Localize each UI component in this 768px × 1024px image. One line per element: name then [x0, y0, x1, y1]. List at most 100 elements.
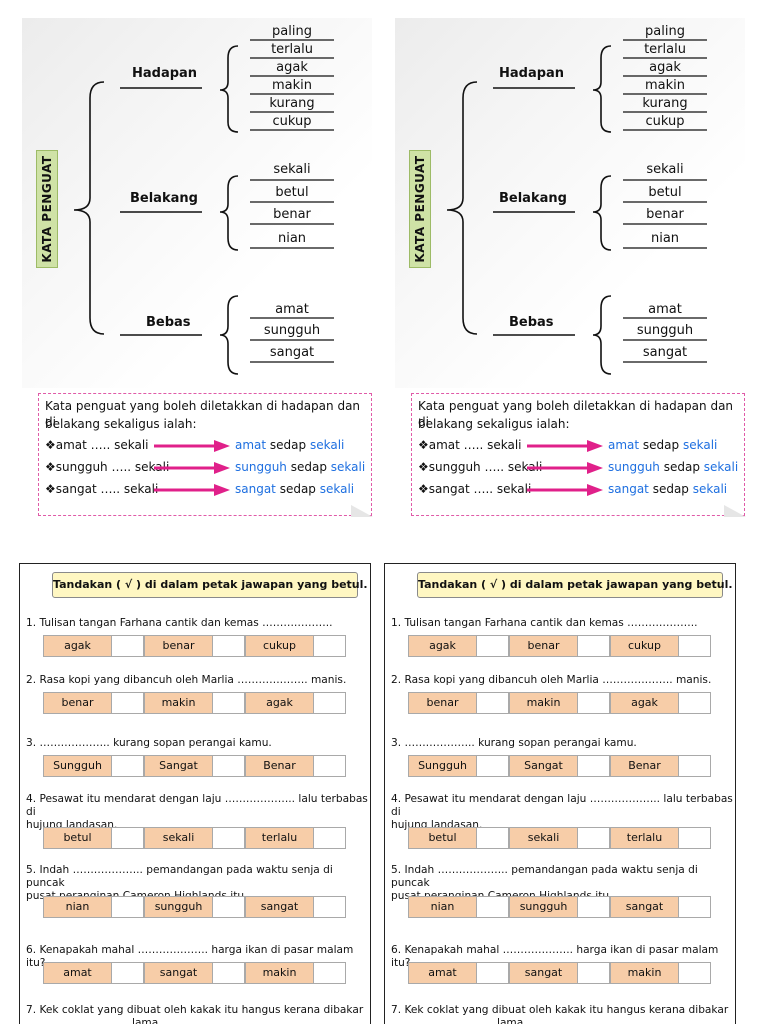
question-2: 2. Rasa kopi yang dibancuh oleh Marlia ……: [391, 674, 712, 686]
option-label: agak: [610, 692, 679, 714]
question-6: 6. Kenapakah mahal ……………….. harga ikan d…: [391, 944, 719, 969]
answer-checkbox[interactable]: [679, 962, 711, 984]
answer-checkbox[interactable]: [578, 896, 610, 918]
answer-checkbox[interactable]: [477, 827, 509, 849]
answer-checkbox[interactable]: [112, 962, 144, 984]
answer-checkbox[interactable]: [213, 692, 245, 714]
pair-result-3: sangat sedap sekali: [235, 482, 355, 496]
option-label: betul: [43, 827, 112, 849]
answer-checkbox[interactable]: [679, 827, 711, 849]
branch-belakang: Belakang: [499, 191, 567, 206]
word-paling: paling: [272, 24, 312, 39]
answer-row-2: benar makin agak: [408, 692, 711, 714]
answer-checkbox[interactable]: [112, 755, 144, 777]
page-fold: [351, 505, 373, 517]
answer-checkbox[interactable]: [679, 755, 711, 777]
kata-penguat-text: KATA PENGUAT: [40, 155, 54, 263]
answer-checkbox[interactable]: [213, 962, 245, 984]
note-box: Kata penguat yang boleh diletakkan di ha…: [38, 393, 373, 517]
option-label: makin: [610, 962, 679, 984]
answer-checkbox[interactable]: [112, 896, 144, 918]
answer-checkbox[interactable]: [578, 755, 610, 777]
word-nian: nian: [277, 231, 307, 246]
pair-result-3: sangat sedap sekali: [608, 482, 728, 496]
arrow-icon: [527, 440, 603, 452]
question-1: 1. Tulisan tangan Farhana cantik dan kem…: [391, 617, 698, 629]
answer-checkbox[interactable]: [578, 692, 610, 714]
answer-checkbox[interactable]: [314, 755, 346, 777]
answer-checkbox[interactable]: [314, 827, 346, 849]
arrow-icon: [154, 440, 230, 452]
word-betul: betul: [648, 185, 682, 200]
answer-checkbox[interactable]: [477, 755, 509, 777]
answer-checkbox[interactable]: [112, 827, 144, 849]
answer-checkbox[interactable]: [477, 962, 509, 984]
answer-checkbox[interactable]: [112, 692, 144, 714]
answer-checkbox[interactable]: [314, 692, 346, 714]
option-label: sekali: [509, 827, 578, 849]
pair-result-2: sungguh sedap sekali: [235, 460, 366, 474]
option-label: Sangat: [509, 755, 578, 777]
word-sangat: sangat: [642, 345, 688, 360]
pair-result-2: sungguh sedap sekali: [608, 460, 739, 474]
answer-checkbox[interactable]: [213, 896, 245, 918]
answer-checkbox[interactable]: [679, 692, 711, 714]
option-label: sangat: [144, 962, 213, 984]
word-sekali: sekali: [646, 162, 684, 177]
answer-checkbox[interactable]: [578, 827, 610, 849]
pair-result-1: amat sedap sekali: [235, 438, 345, 452]
arrow-icon: [527, 462, 603, 474]
option-label: agak: [245, 692, 314, 714]
note-line-2: belakang sekaligus ialah:: [418, 417, 570, 431]
option-label: makin: [144, 692, 213, 714]
kata-penguat-label: KATA PENGUAT: [409, 150, 431, 268]
pair-left-1: ❖amat ….. sekali: [45, 438, 149, 452]
option-label: sangat: [245, 896, 314, 918]
notes-background: [395, 18, 745, 388]
answer-checkbox[interactable]: [314, 896, 346, 918]
note-line-2: belakang sekaligus ialah:: [45, 417, 197, 431]
pair-result-1: amat sedap sekali: [608, 438, 718, 452]
question-2: 2. Rasa kopi yang dibancuh oleh Marlia ……: [26, 674, 347, 686]
answer-checkbox[interactable]: [477, 692, 509, 714]
answer-checkbox[interactable]: [679, 635, 711, 657]
note-line-1: Kata penguat yang boleh diletakkan di ha…: [45, 399, 361, 429]
pair-left-2: ❖sungguh ….. sekali: [45, 460, 170, 474]
option-label: benar: [144, 635, 213, 657]
mind-map-lines: [73, 39, 334, 375]
answer-checkbox[interactable]: [314, 635, 346, 657]
answer-checkbox[interactable]: [679, 896, 711, 918]
word-sungguh: sungguh: [636, 323, 694, 338]
answer-row-1: agak benar cukup: [43, 635, 346, 657]
answer-row-6: amat sangat makin: [408, 962, 711, 984]
exercise-panel-left: Tandakan ( √ ) di dalam petak jawapan ya…: [19, 563, 371, 1024]
answer-row-3: Sungguh Sangat Benar: [408, 755, 711, 777]
option-label: sangat: [509, 962, 578, 984]
option-label: makin: [509, 692, 578, 714]
answer-row-1: agak benar cukup: [408, 635, 711, 657]
word-terlalu: terlalu: [271, 42, 313, 57]
word-makin: makin: [271, 78, 312, 93]
answer-checkbox[interactable]: [213, 827, 245, 849]
answer-checkbox[interactable]: [213, 755, 245, 777]
arrow-icon: [154, 484, 230, 496]
answer-checkbox[interactable]: [477, 635, 509, 657]
option-label: sungguh: [144, 896, 213, 918]
option-label: terlalu: [610, 827, 679, 849]
answer-checkbox[interactable]: [578, 962, 610, 984]
option-label: agak: [43, 635, 112, 657]
notes-panel-left: KATA PENGUAT Hadapan Belakang Bebas pali…: [22, 18, 373, 526]
question-7: 7. Kek coklat yang dibuat oleh kakak itu…: [391, 1004, 729, 1024]
kata-penguat-label: KATA PENGUAT: [36, 150, 58, 268]
answer-checkbox[interactable]: [213, 635, 245, 657]
word-nian: nian: [650, 231, 680, 246]
option-label: Benar: [245, 755, 314, 777]
answer-checkbox[interactable]: [314, 962, 346, 984]
answer-checkbox[interactable]: [112, 635, 144, 657]
answer-row-4: betul sekali terlalu: [408, 827, 711, 849]
exercise-title: Tandakan ( √ ) di dalam petak jawapan ya…: [52, 572, 368, 598]
option-label: Sungguh: [408, 755, 477, 777]
answer-checkbox[interactable]: [477, 896, 509, 918]
answer-checkbox[interactable]: [578, 635, 610, 657]
word-terlalu: terlalu: [644, 42, 686, 57]
